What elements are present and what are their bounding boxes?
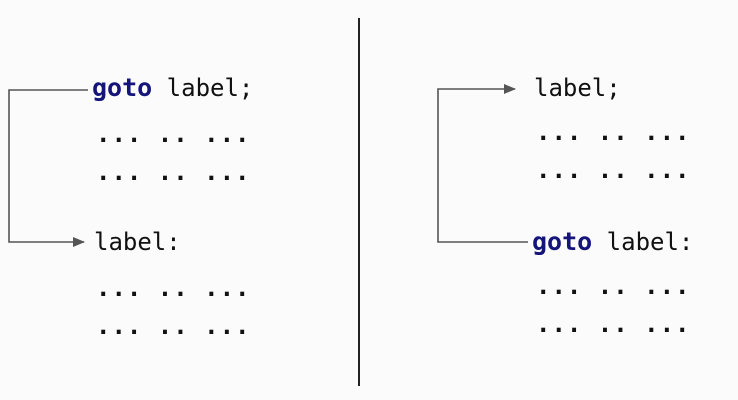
left-filler-line-3: ... .. ... — [96, 274, 251, 302]
left-filler-line-4: ... .. ... — [96, 312, 251, 340]
right-filler-line-4: ... .. ... — [536, 310, 691, 338]
right-filler-line-3: ... .. ... — [536, 272, 691, 300]
left-goto-line: goto label; — [92, 73, 254, 103]
forward-jump-arrow — [8, 89, 88, 247]
right-goto-target: label: — [592, 228, 694, 256]
left-goto-keyword: goto — [92, 73, 153, 102]
left-filler-line-1: ... .. ... — [96, 120, 251, 148]
left-label-line: label: — [94, 228, 181, 256]
right-goto-keyword: goto — [532, 227, 593, 256]
left-filler-line-2: ... .. ... — [96, 158, 251, 186]
backward-jump-arrow — [437, 84, 528, 243]
panel-divider — [358, 18, 360, 386]
right-filler-line-1: ... .. ... — [536, 118, 691, 146]
right-goto-line: goto label: — [532, 227, 694, 257]
left-goto-target: label; — [152, 74, 254, 102]
right-filler-line-2: ... .. ... — [536, 156, 691, 184]
right-label-line: label; — [534, 74, 621, 102]
